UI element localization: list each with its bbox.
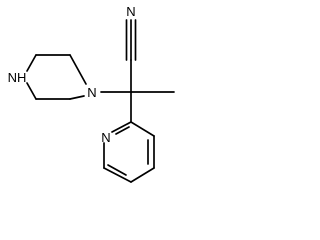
pyridine-nitrogen-label: N — [101, 130, 110, 145]
pyridine-bond — [130, 121, 155, 137]
piperazine-bond — [69, 95, 85, 100]
structure-canvas: N NH N N — [0, 0, 180, 212]
nitrile-group — [125, 19, 137, 93]
piperazine-ring — [26, 54, 87, 100]
piperazine-nh-label: NH — [8, 70, 27, 85]
nitrile-nitrogen-label: N — [126, 4, 135, 19]
pyridine-bond — [130, 167, 155, 183]
pyridine-bond — [103, 167, 132, 183]
pyridine-bond — [111, 121, 132, 133]
piperazine-bond — [26, 54, 37, 72]
piperazine-bond — [69, 54, 87, 85]
molecule-diagram: N NH N N — [8, 4, 175, 183]
pyridine-ring — [103, 121, 155, 183]
pyridine-double-bond — [107, 164, 127, 176]
piperazine-nitrogen-label: N — [87, 85, 96, 100]
piperazine-bond — [26, 82, 37, 100]
pyridine-double-bond — [115, 126, 130, 135]
